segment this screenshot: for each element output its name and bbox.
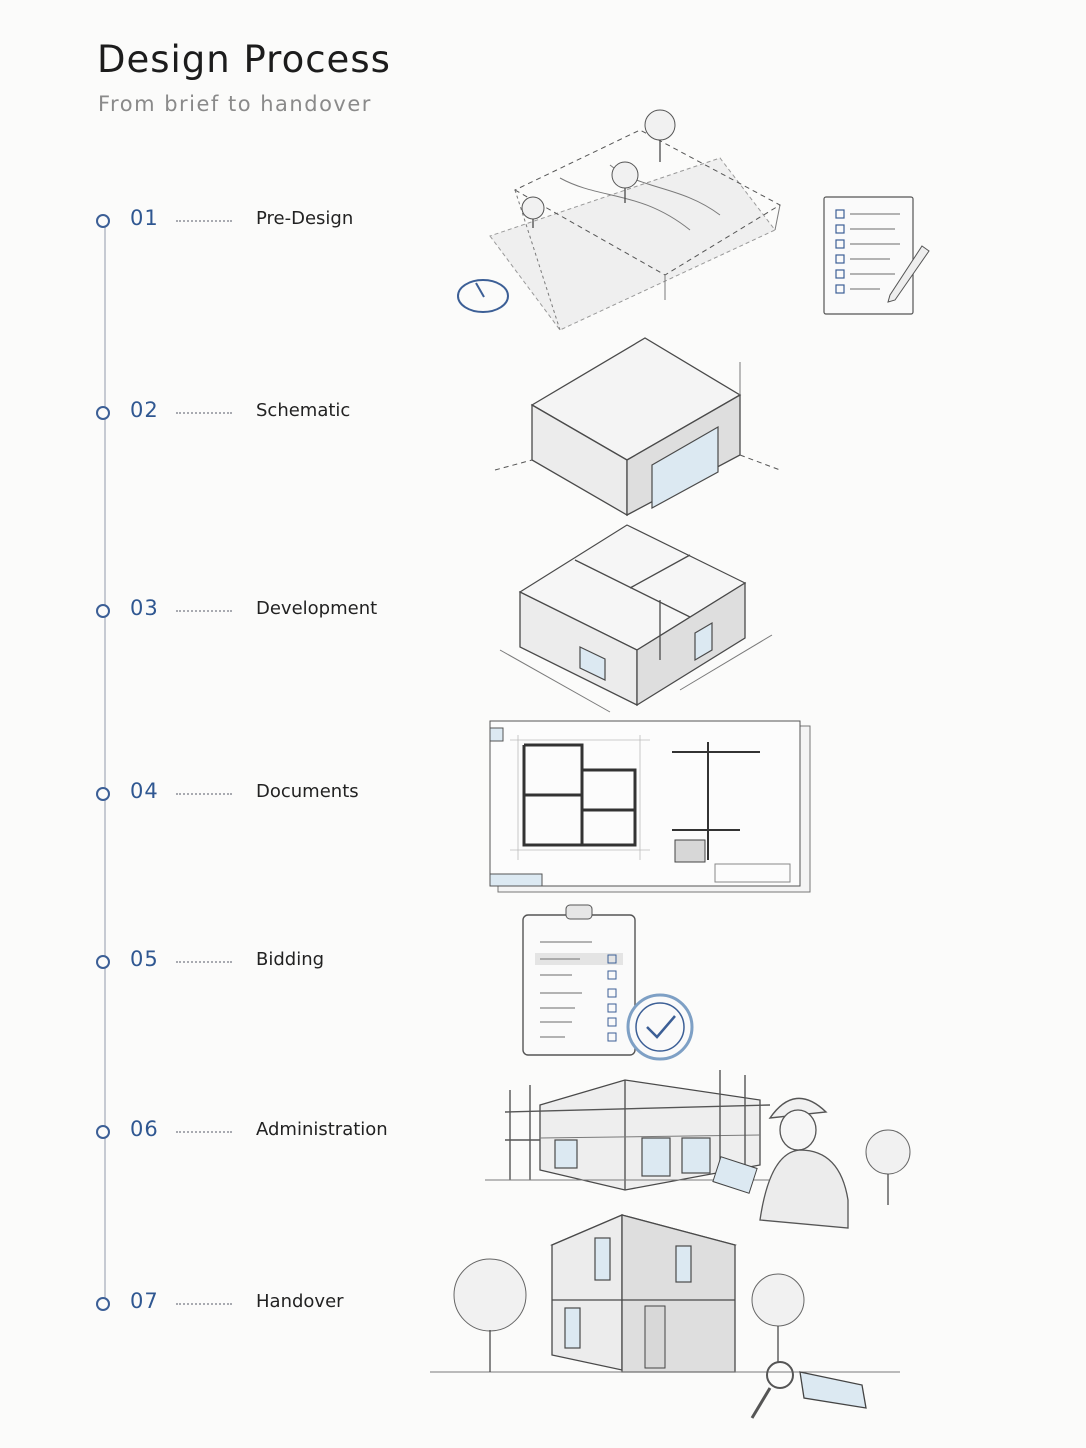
- checklist-with-pencil-icon: [823, 196, 930, 315]
- page-title: Design Process: [97, 38, 391, 81]
- step-pre-design: 01 Pre-Design: [96, 206, 416, 231]
- check-badge-icon: [626, 993, 694, 1061]
- step-bidding: 05 Bidding: [96, 947, 416, 972]
- timeline-node-icon: [96, 604, 110, 618]
- dotted-connector: [176, 961, 232, 963]
- step-number: 06: [130, 1117, 159, 1141]
- timeline-node-icon: [96, 787, 110, 801]
- dotted-connector: [176, 412, 232, 414]
- step-label: Handover: [256, 1291, 344, 1312]
- step-number: 07: [130, 1289, 159, 1313]
- massing-box-illustration: [494, 337, 781, 517]
- step-number: 04: [130, 779, 159, 803]
- dotted-connector: [176, 610, 232, 612]
- building-under-construction-illustration: [485, 1070, 790, 1191]
- tree-icon: [453, 1258, 805, 1372]
- engineer-illustration: [712, 1097, 849, 1229]
- step-number: 05: [130, 947, 159, 971]
- dotted-connector: [176, 1131, 232, 1133]
- finished-house-illustration: [430, 1214, 900, 1373]
- timeline-node-icon: [96, 955, 110, 969]
- step-number: 02: [130, 398, 159, 422]
- step-number: 03: [130, 596, 159, 620]
- tree-icon: [865, 1129, 911, 1205]
- dotted-connector: [176, 220, 232, 222]
- step-label: Schematic: [256, 400, 351, 421]
- floor-plan-cutaway-illustration: [499, 524, 773, 713]
- timeline-node-icon: [96, 1125, 110, 1139]
- site-plan-illustration: [457, 109, 930, 331]
- step-label: Administration: [256, 1119, 388, 1140]
- step-label: Bidding: [256, 949, 325, 970]
- step-label: Pre-Design: [256, 208, 354, 229]
- step-label: Development: [256, 598, 378, 619]
- timeline-node-icon: [96, 214, 110, 228]
- compass-icon: [457, 279, 509, 313]
- timeline-line: [104, 218, 106, 1300]
- keys-icon: [750, 1361, 867, 1419]
- tree-icon: [521, 109, 676, 228]
- dotted-connector: [176, 1303, 232, 1305]
- step-number: 01: [130, 206, 159, 230]
- step-development: 03 Development: [96, 596, 416, 621]
- dotted-connector: [176, 793, 232, 795]
- timeline-node-icon: [96, 1297, 110, 1311]
- timeline-node-icon: [96, 406, 110, 420]
- page-subtitle: From brief to handover: [98, 92, 372, 116]
- clipboard-checklist-illustration: [522, 904, 694, 1061]
- step-documents: 04 Documents: [96, 779, 416, 804]
- step-administration: 06 Administration: [96, 1117, 416, 1142]
- step-label: Documents: [256, 781, 359, 802]
- step-handover: 07 Handover: [96, 1289, 416, 1314]
- construction-drawing-sheet-illustration: [489, 720, 811, 893]
- step-schematic: 02 Schematic: [96, 398, 416, 423]
